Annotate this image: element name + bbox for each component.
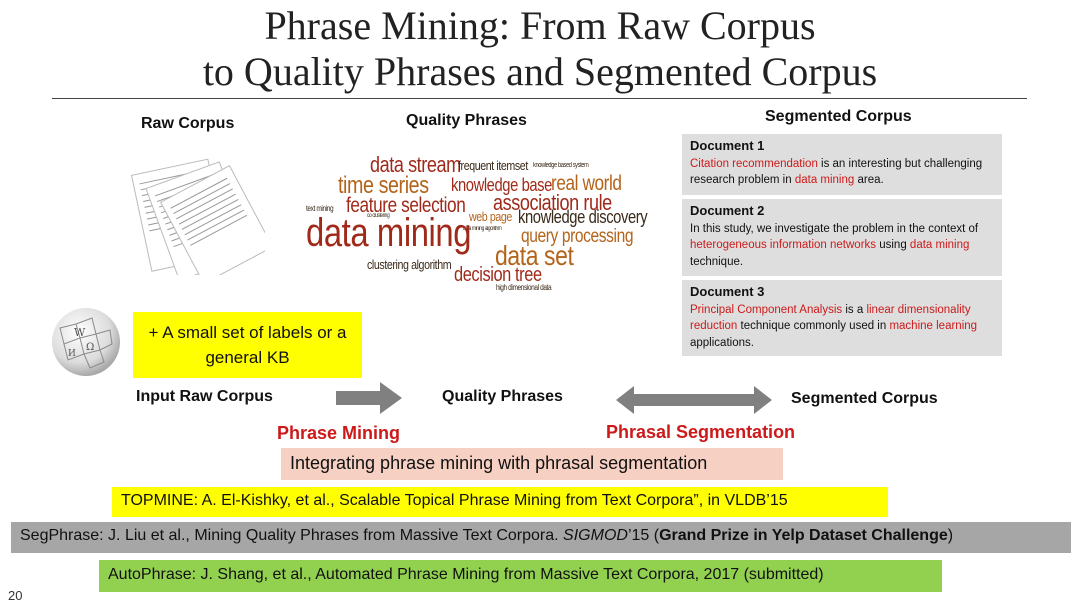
cloud-phrase: high dimensional data xyxy=(496,283,552,292)
document-text-segment: is an interesting but challenging resear… xyxy=(690,157,983,187)
document-text: Principal Component Analysis is a linear… xyxy=(690,302,994,352)
highlighted-phrase: Citation recommendation xyxy=(690,157,818,170)
slide-title-line1: Phrase Mining: From Raw Corpus xyxy=(264,3,816,48)
cloud-phrase: data mining xyxy=(306,211,472,255)
cloud-phrase: real world xyxy=(551,172,622,195)
raw-corpus-header: Raw Corpus xyxy=(141,115,235,132)
cloud-phrase: text mining xyxy=(306,204,334,213)
document-text-segment: In this study, we investigate the proble… xyxy=(690,222,979,235)
document-card: Document 3 Principal Component Analysis … xyxy=(682,280,1002,356)
cloud-phrase: clustering algorithm xyxy=(367,257,452,272)
page-number: 20 xyxy=(8,588,23,603)
wikipedia-globe-icon: W Ω И xyxy=(52,308,120,376)
cloud-phrase: frequent itemset xyxy=(458,158,528,173)
segphrase-text: SegPhrase: J. Liu et al., Mining Quality… xyxy=(20,527,564,544)
document-text-segment: is a xyxy=(842,303,867,316)
highlighted-phrase: data mining xyxy=(794,174,855,186)
cloud-phrase: knowledge discovery xyxy=(518,207,648,227)
document-text-segment: applications. xyxy=(690,336,754,349)
cloud-phrase: data set xyxy=(495,240,574,271)
document-text-segment: technique commonly used in xyxy=(737,320,890,332)
document-stack-image xyxy=(130,158,265,275)
highlighted-phrase: machine learning xyxy=(889,320,978,332)
autophrase-text: AutoPhrase: J. Shang, et al., Automated … xyxy=(108,566,824,583)
segmented-corpus-label: Segmented Corpus xyxy=(791,390,938,407)
segphrase-prize: Grand Prize in Yelp Dataset Challenge xyxy=(659,527,948,544)
document-title: Document 1 xyxy=(690,138,765,153)
double-arrow-icon xyxy=(616,386,772,414)
highlighted-phrase: Principal Component Analysis xyxy=(690,303,843,316)
segmented-corpus-header: Segmented Corpus xyxy=(765,108,912,125)
document-text: Citation recommendation is an interestin… xyxy=(690,156,994,189)
integrating-banner: Integrating phrase mining with phrasal s… xyxy=(281,448,783,480)
phrasal-segmentation-label: Phrasal Segmentation xyxy=(606,422,796,442)
cloud-phrase: feature selection xyxy=(346,194,466,217)
segphrase-close: ) xyxy=(947,527,954,544)
segphrase-venue: SIGMOD xyxy=(563,527,628,544)
highlighted-phrase: heterogeneous information networks xyxy=(690,239,877,251)
autophrase-reference: AutoPhrase: J. Shang, et al., Automated … xyxy=(99,560,942,592)
cloud-phrase: query processing xyxy=(521,226,634,247)
slide-title-line2: to Quality Phrases and Segmented Corpus xyxy=(202,49,878,94)
labels-kb-box: + A small set of labels or a general KB xyxy=(133,312,362,378)
topmine-reference: TOPMINE: A. El-Kishky, et al., Scalable … xyxy=(112,487,888,517)
topmine-text: TOPMINE: A. El-Kishky, et al., Scalable … xyxy=(121,492,788,509)
cloud-phrase: association rule xyxy=(493,190,612,215)
document-text-segment: using xyxy=(876,239,910,251)
right-arrow-icon xyxy=(336,382,402,414)
cloud-phrase: time series xyxy=(338,172,429,199)
quality-phrases-label: Quality Phrases xyxy=(442,388,563,405)
segphrase-reference: SegPhrase: J. Liu et al., Mining Quality… xyxy=(11,522,1071,553)
document-title: Document 3 xyxy=(690,284,765,299)
cloud-phrase: knowledge base xyxy=(451,175,552,195)
svg-text:И: И xyxy=(68,349,76,359)
svg-text:W: W xyxy=(74,326,86,339)
input-raw-corpus-label: Input Raw Corpus xyxy=(136,388,273,405)
document-card: Document 1 Citation recommendation is an… xyxy=(682,134,1002,195)
cloud-phrase: decision tree xyxy=(454,264,542,286)
svg-text:Ω: Ω xyxy=(86,342,94,353)
title-divider xyxy=(52,98,1027,99)
document-text-segment: technique. xyxy=(690,255,744,268)
highlighted-phrase: linear dimensionality reduction xyxy=(690,303,971,333)
document-text: In this study, we investigate the proble… xyxy=(690,221,994,271)
phrase-mining-label: Phrase Mining xyxy=(277,423,401,443)
integrating-text: Integrating phrase mining with phrasal s… xyxy=(290,453,708,473)
segphrase-year: ’15 ( xyxy=(627,527,660,544)
cloud-phrase: web page xyxy=(469,209,512,224)
cloud-phrase: data stream xyxy=(370,152,461,177)
cloud-phrase: co clustering xyxy=(367,213,390,219)
labels-kb-text: + A small set of labels or a general KB xyxy=(148,323,347,367)
cloud-phrase: knowledge based system xyxy=(533,162,589,169)
document-title: Document 2 xyxy=(690,203,765,218)
document-text-segment: area. xyxy=(854,174,884,186)
quality-phrases-header: Quality Phrases xyxy=(406,112,527,129)
highlighted-phrase: data mining xyxy=(909,239,970,251)
document-card: Document 2 In this study, we investigate… xyxy=(682,199,1002,276)
cloud-phrase: data mining algorithm xyxy=(463,226,502,232)
